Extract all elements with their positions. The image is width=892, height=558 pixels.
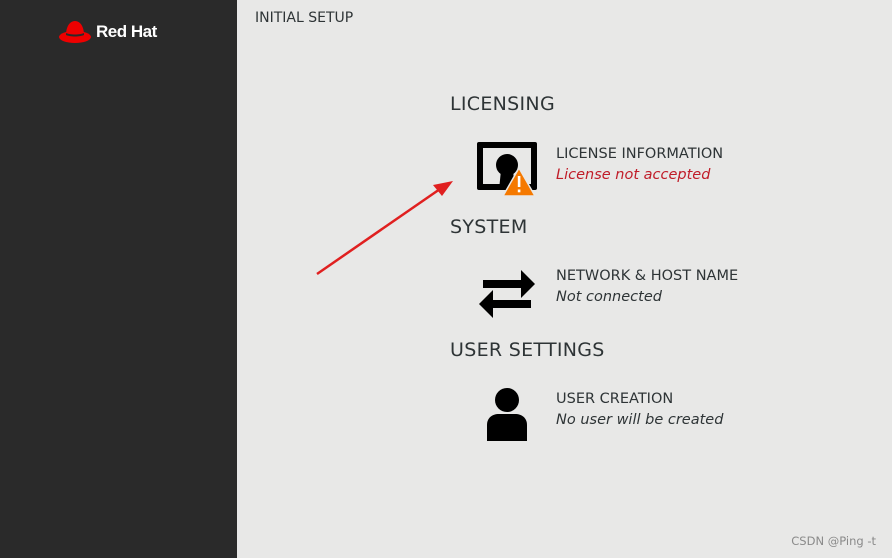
spoke-title: USER CREATION (556, 391, 674, 407)
redhat-logo: Red Hat (58, 18, 157, 46)
main-panel: INITIAL SETUP LICENSING LICENSE INFORMAT… (237, 0, 892, 558)
spoke-status: Not connected (556, 289, 662, 305)
watermark: CSDN @Ping -t (791, 534, 876, 548)
user-icon (487, 388, 527, 441)
redhat-hat-icon (59, 21, 91, 43)
spoke-title: NETWORK & HOST NAME (556, 268, 739, 284)
redhat-logo-text: Red Hat (96, 22, 157, 41)
section-title-system: SYSTEM (450, 216, 528, 238)
page-title: INITIAL SETUP (255, 10, 354, 26)
license-icon (477, 142, 537, 197)
sidebar: Red Hat (0, 0, 237, 558)
spoke-title: LICENSE INFORMATION (556, 146, 724, 162)
spoke-user-creation[interactable]: USER CREATION No user will be created (475, 385, 775, 449)
spoke-status: No user will be created (556, 412, 724, 428)
network-icon (479, 270, 535, 318)
spoke-status-warning: License not accepted (556, 167, 711, 183)
spoke-license-information[interactable]: LICENSE INFORMATION License not accepted (475, 140, 775, 204)
section-title-licensing: LICENSING (450, 93, 555, 115)
section-title-user-settings: USER SETTINGS (450, 339, 605, 361)
spoke-network-host-name[interactable]: NETWORK & HOST NAME Not connected (475, 262, 775, 326)
